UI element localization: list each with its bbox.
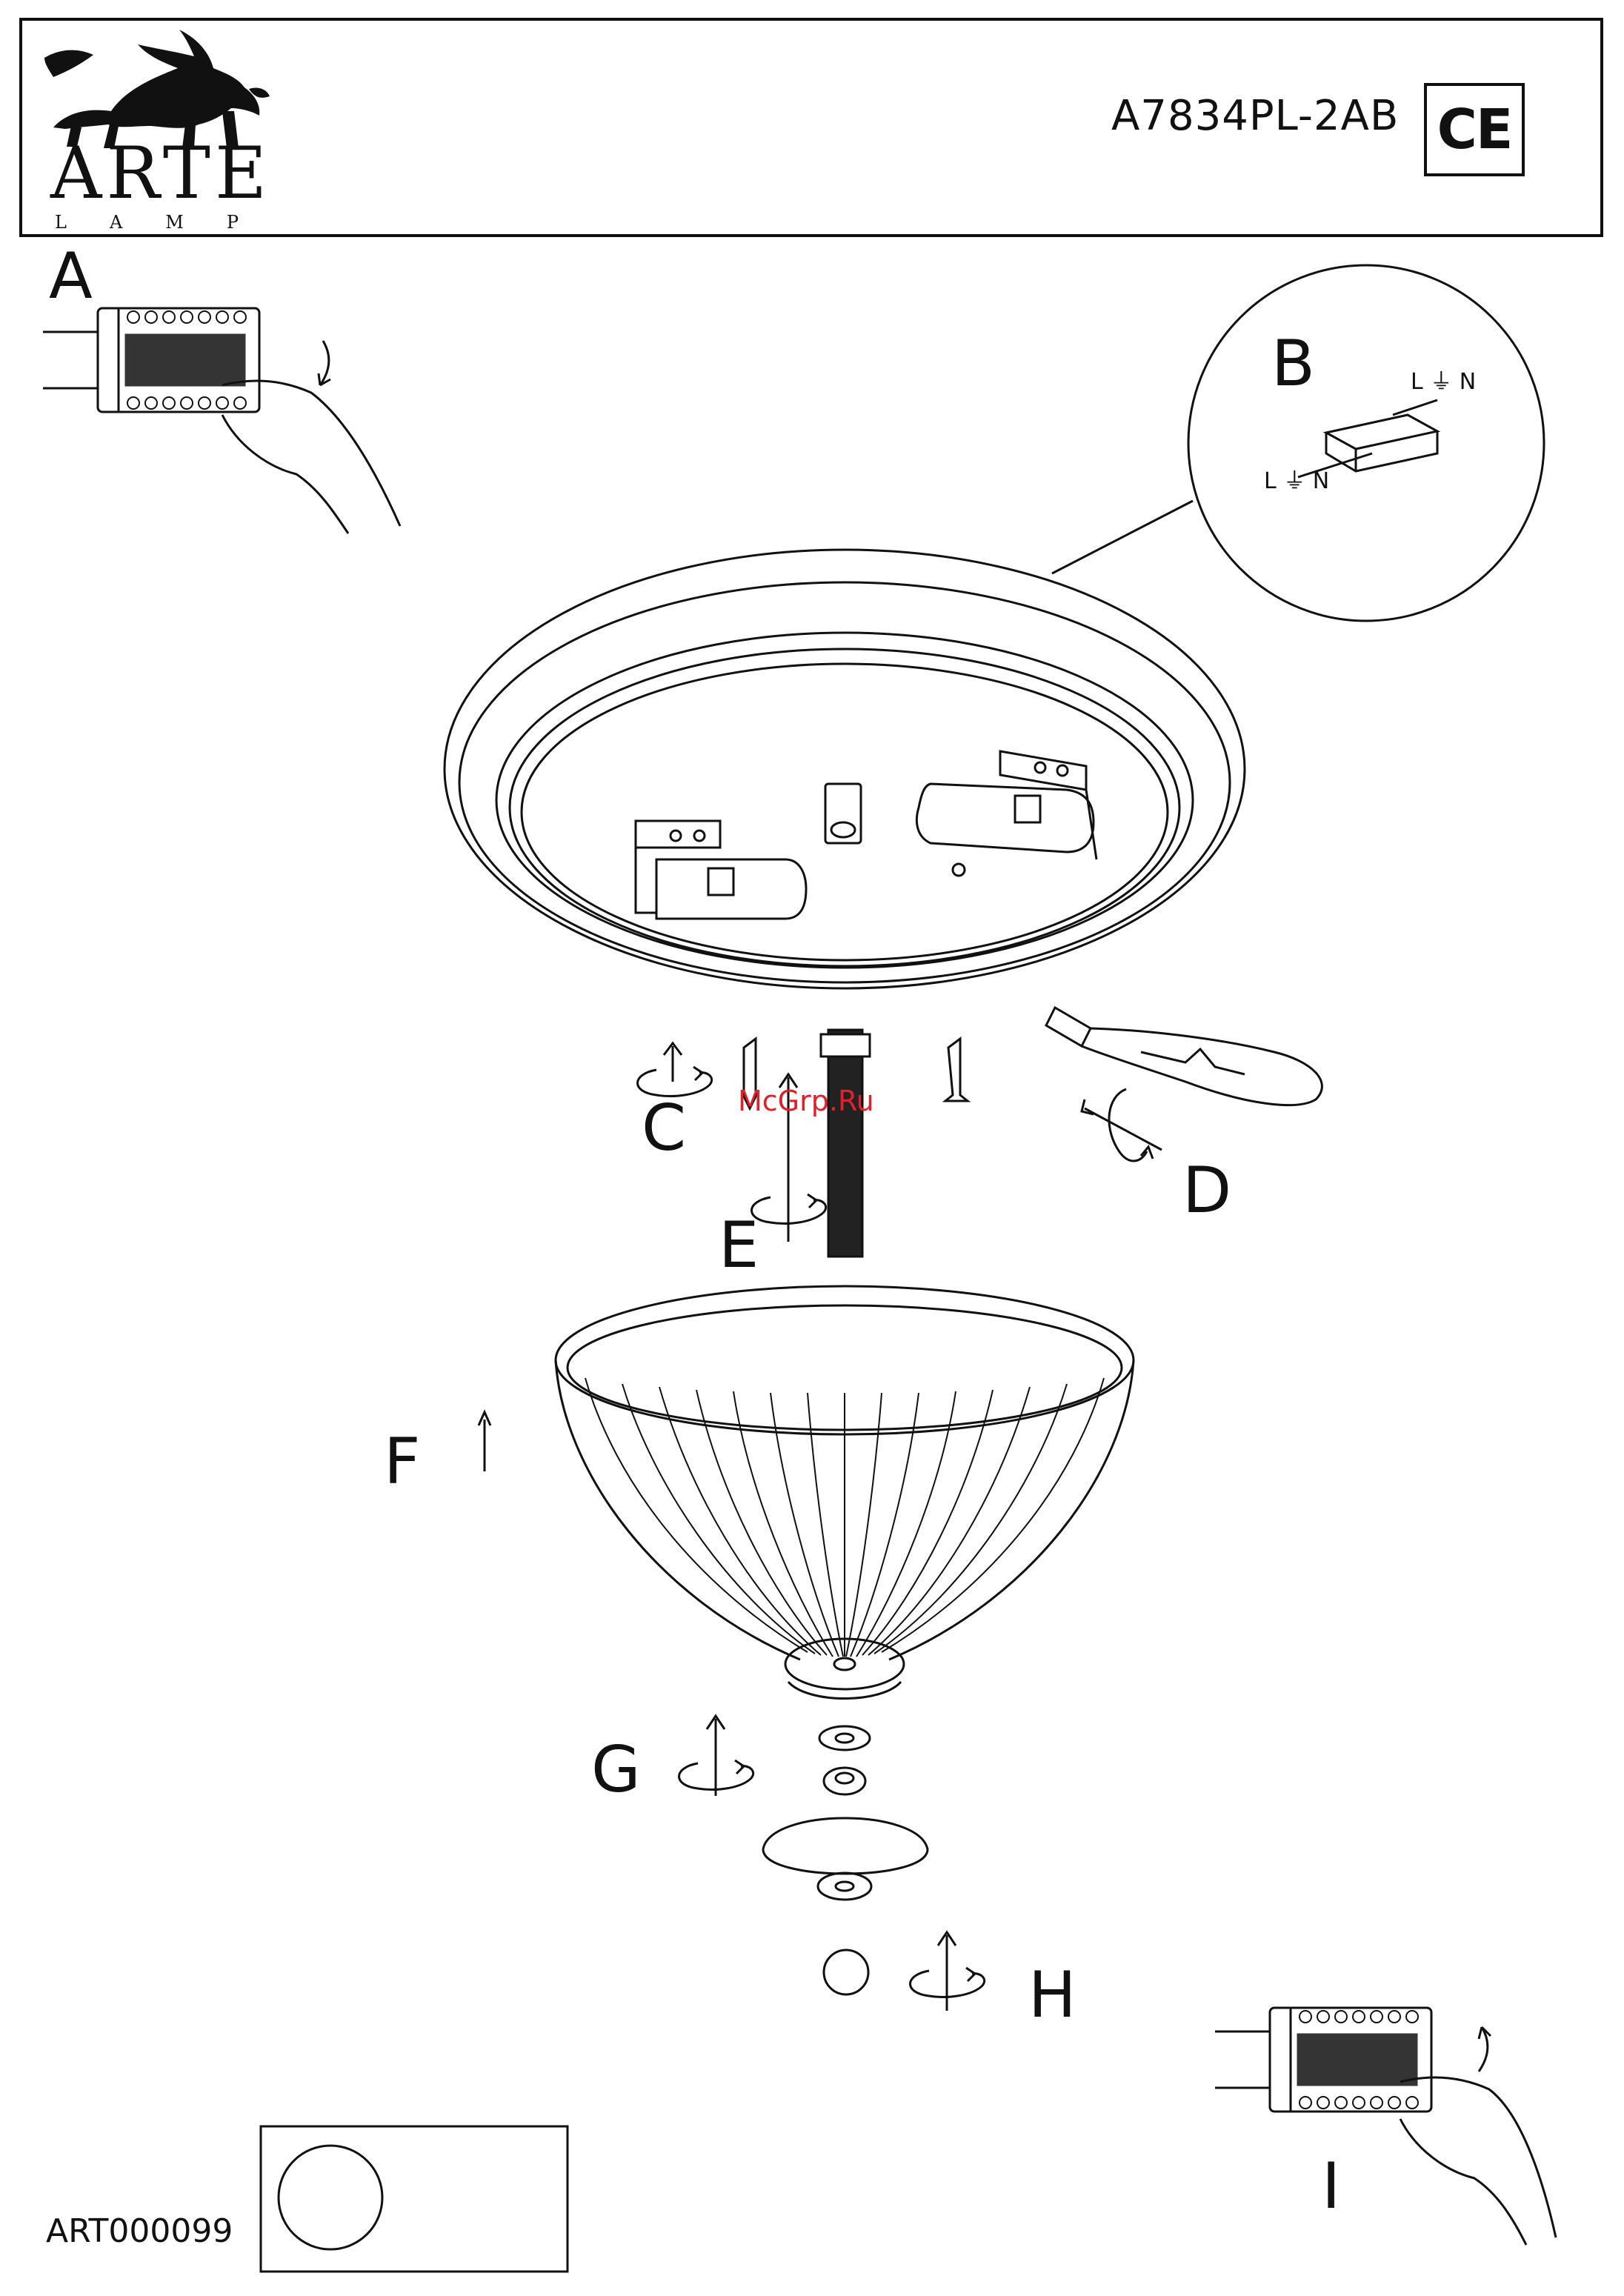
- watermark-text: McGrp.Ru: [738, 1085, 874, 1117]
- wiring-label-bottom: L ⏚ N: [1264, 462, 1329, 495]
- terminal-block-i-illustration: [1215, 2008, 1556, 2245]
- nut-g: [824, 1768, 865, 1794]
- ceiling-base-plate: [445, 550, 1245, 988]
- washer-g: [819, 1726, 870, 1750]
- threaded-rod-e: [821, 1030, 870, 1257]
- step-label-a: A: [49, 244, 93, 308]
- rotate-arrow-c-icon: [638, 1043, 712, 1096]
- step-label-i: I: [1322, 2154, 1340, 2218]
- terminal-block-a-illustration: [43, 308, 400, 533]
- rotate-arrow-h-icon: [911, 1932, 985, 2011]
- wiring-label-top: L ⏚ N: [1411, 363, 1476, 396]
- glass-shade-f: [556, 1286, 1134, 1699]
- screw-c-right: [945, 1039, 968, 1101]
- step-label-b: B: [1271, 332, 1315, 396]
- footer-stamp: [261, 2126, 568, 2272]
- step-label-g: G: [591, 1738, 641, 1802]
- rotate-arrow-g-icon: [679, 1716, 753, 1796]
- ball-finial-h: [824, 1950, 868, 1994]
- arrow-up-f-icon: [479, 1412, 490, 1471]
- article-code: ART000099: [46, 2212, 233, 2250]
- rotate-arrow-d-icon: [1082, 1089, 1162, 1161]
- candle-bulb-d: [1046, 1008, 1322, 1105]
- connector-magnifier-b: [1052, 265, 1544, 621]
- step-label-f: F: [384, 1430, 420, 1494]
- step-label-d: D: [1182, 1159, 1231, 1222]
- step-label-c: C: [642, 1097, 686, 1160]
- step-label-h: H: [1028, 1963, 1076, 2027]
- finial-cap-h: [763, 1818, 928, 1900]
- step-label-e: E: [719, 1214, 759, 1277]
